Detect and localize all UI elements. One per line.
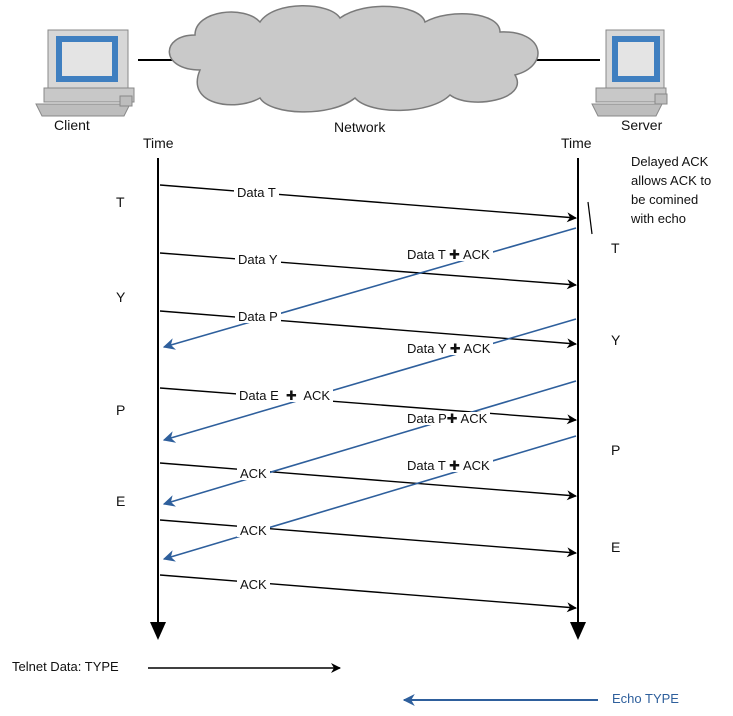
delayed-ack-pointer [587,201,593,235]
note-line: with echo [631,211,686,226]
client-letter: E [116,493,126,509]
server-letter: P [611,442,621,458]
legend-telnet-label: Telnet Data: TYPE [12,659,119,674]
message-label: ACK [237,467,270,480]
arrow-data-y [159,252,577,290]
echo-message-label: Data T ✚ ACK [404,459,493,472]
server-letter: Y [611,332,621,348]
message-label: Data Y [235,253,281,266]
note-line: be comined [631,192,699,207]
arrow-echo-data-p [162,380,577,507]
echo-message-label: Data T ✚ ACK [404,248,493,261]
server-time-label: Time [561,135,592,151]
server-letter: T [611,240,620,256]
message-label: Data P [235,310,281,323]
arrow-echo-data-t-2 [162,435,577,562]
server-letter: E [611,539,621,555]
message-label: Data T [234,186,279,199]
delayed-ack-note: Delayed ACK allows ACK to be comined wit… [631,152,711,228]
client-timeline-arrowhead [150,622,166,640]
client-letter: T [116,194,125,210]
arrow-data-t [159,184,577,223]
arrow-data-e-ack [159,387,577,425]
client-time-label: Time [143,135,174,151]
client-letter: Y [116,289,126,305]
arrow-ack-2 [159,519,577,558]
note-line: allows ACK to [631,173,712,188]
arrow-ack-1 [159,462,577,501]
arrow-echo-data-y [162,318,577,443]
server-label: Server [621,117,663,133]
client-letter: P [116,402,126,418]
network-label: Network [334,119,386,135]
message-label: ACK [237,524,270,537]
server-computer-icon [591,29,668,117]
arrow-ack-3 [159,574,577,613]
client-label: Client [54,117,90,133]
network-cloud-icon [168,5,539,113]
arrow-echo-data-t [162,227,577,350]
arrow-data-p [159,310,577,349]
message-label: ACK [237,578,270,591]
note-line: Delayed ACK [631,154,709,169]
legend-echo-label: Echo TYPE [612,691,679,706]
server-timeline-arrowhead [570,622,586,640]
echo-message-label: Data Y ✚ ACK [404,342,494,355]
echo-message-label: Data P✚ ACK [404,412,491,425]
message-label: Data E ✚ ACK [236,389,334,402]
client-computer-icon [35,29,135,117]
